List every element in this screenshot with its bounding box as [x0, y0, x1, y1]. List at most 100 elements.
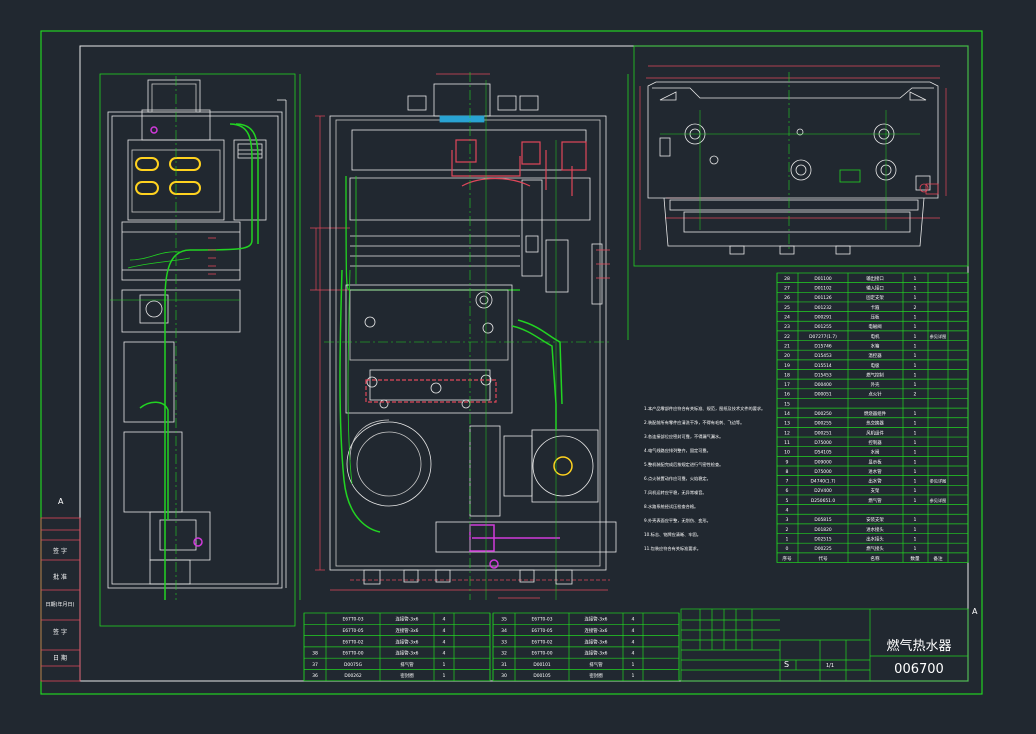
table-cell-text: 参见详图: [930, 497, 947, 504]
left-strip-label: 日期(年月日): [46, 601, 75, 608]
table-cell-text: E67T0-03: [342, 617, 363, 623]
table-cell-text: D01232: [814, 305, 832, 311]
table-cell-text: 1: [914, 450, 917, 456]
table-cell-text: E67T0-02: [342, 639, 363, 645]
table-cell-text: 0: [786, 546, 789, 552]
table-cell-text: 30: [501, 673, 507, 679]
table-cell-text: 1: [914, 324, 917, 330]
table-cell-text: D07277(1.7): [809, 334, 837, 340]
table-cell-text: 1: [914, 315, 917, 321]
table-cell-text: 连接管-3x6: [396, 616, 419, 623]
side-mark-bottom: A: [58, 497, 64, 506]
note-line: 4.电气线路应排列整齐，固定可靠。: [644, 447, 711, 454]
table-cell-text: 连接管-3x6: [396, 627, 419, 634]
table-cell-text: 1: [914, 363, 917, 369]
table-cell-text: 21: [784, 343, 790, 349]
table-cell-text: 连接管-3x6: [585, 627, 608, 634]
table-cell-text: D4740(1.7): [811, 479, 836, 485]
table-cell-text: D15453: [814, 353, 832, 359]
table-cell-text: 1: [914, 334, 917, 340]
table-cell-text: 4: [443, 639, 446, 645]
table-cell-text: 36: [312, 673, 318, 679]
note-line: 9.外壳表面应平整，无划伤、变形。: [644, 517, 711, 524]
left-strip-label: 签 字: [53, 628, 67, 636]
table-cell-text: 卡箍: [871, 304, 880, 311]
table-cell-text: 水阀: [871, 449, 880, 456]
table-cell-text: 28: [784, 276, 790, 282]
table-cell-text: 出水接头: [866, 535, 884, 542]
table-cell-text: 35: [501, 617, 507, 623]
table-cell-text: 控制器: [868, 439, 882, 446]
table-cell-text: 19: [784, 363, 790, 369]
table-cell-text: 1: [914, 479, 917, 485]
table-cell-text: 1: [443, 662, 446, 668]
table-cell-text: 电机: [871, 333, 880, 340]
table-cell-text: D00251: [814, 430, 832, 436]
table-cell-text: D01126: [814, 295, 832, 301]
table-cell-text: 排气管: [589, 661, 603, 668]
table-cell-text: 输入接口: [866, 285, 884, 292]
table-cell-text: 1: [914, 459, 917, 465]
table-cell-text: 18: [784, 372, 790, 378]
table-cell-text: 4: [443, 651, 446, 657]
table-cell-text: 代号: [818, 555, 828, 562]
table-cell-text: 33: [501, 639, 507, 645]
note-line: 3.各连接部位应密封可靠，不得漏气漏水。: [644, 433, 723, 440]
table-cell-text: 风机组件: [866, 429, 884, 436]
table-cell-text: D02515: [814, 536, 832, 542]
table-cell-text: 3: [786, 517, 789, 523]
drawing-number: 006700: [894, 662, 944, 677]
table-cell-text: D00105: [533, 673, 551, 679]
table-cell-text: D00101: [533, 662, 551, 668]
side-view: [99, 73, 296, 627]
table-cell-text: 名称: [870, 555, 880, 562]
note-line: 7.风机运转应平稳，无异常噪音。: [644, 489, 707, 496]
table-cell-text: D2V400: [814, 488, 832, 494]
table-cell-text: E67T0-05: [342, 628, 363, 634]
sheet-number: 1/1: [826, 663, 834, 669]
left-strip-label: 日 期: [53, 654, 67, 662]
table-cell-text: D01102: [814, 286, 832, 292]
note-line: 2.装配前所有零件应清洗干净，不得有毛刺、飞边等。: [644, 419, 744, 426]
table-cell-text: 密封圈: [589, 672, 603, 679]
table-cell-text: 压板: [871, 314, 880, 321]
table-cell-text: 4: [632, 617, 635, 623]
table-cell-text: 1: [914, 440, 917, 446]
table-cell-text: 1: [914, 517, 917, 523]
table-cell-text: 热交换器: [866, 420, 884, 427]
table-cell-text: 25: [784, 305, 790, 311]
table-cell-text: 连接管-3x6: [585, 650, 608, 657]
table-cell-text: 燃气接头: [866, 545, 884, 552]
table-cell-text: 6: [786, 488, 789, 494]
table-cell-text: D01255: [814, 324, 832, 330]
note-line: 5.整机装配完成后按规定进行气密性检查。: [644, 461, 723, 468]
table-cell-text: 2: [786, 527, 789, 533]
table-cell-text: 4: [632, 639, 635, 645]
table-cell-text: E67T0-03: [531, 617, 552, 623]
bom-row: 15: [784, 401, 790, 407]
table-cell-text: 12: [784, 430, 790, 436]
table-cell-text: 1: [443, 673, 446, 679]
bom-header-row: 序号代号名称数量备注: [782, 555, 943, 562]
table-cell-text: 16: [784, 392, 790, 398]
table-cell-text: 1: [914, 421, 917, 427]
table-cell-text: 数量: [910, 555, 920, 562]
table-cell-text: D0075G: [344, 662, 363, 668]
table-cell-text: 4: [632, 628, 635, 634]
table-cell-text: 1: [914, 536, 917, 542]
table-cell-text: 显示板: [868, 458, 882, 465]
table-cell-text: 1: [914, 498, 917, 504]
table-cell-text: 排气管: [400, 661, 414, 668]
table-cell-text: D75000: [814, 469, 832, 475]
